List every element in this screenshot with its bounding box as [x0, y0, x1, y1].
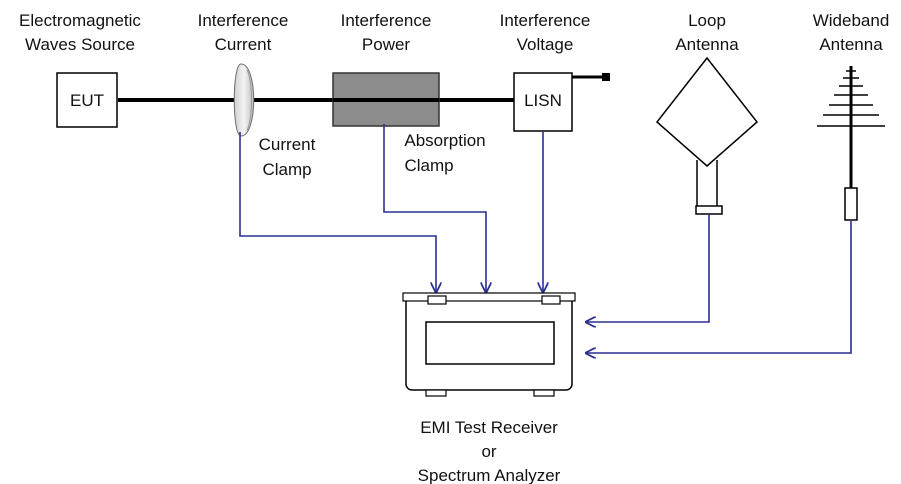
header-source-line1: Electromagnetic: [19, 11, 141, 30]
eut-label: EUT: [70, 91, 104, 110]
receiver-label-line3: Spectrum Analyzer: [418, 466, 561, 484]
receiver-foot-right: [533, 389, 555, 397]
current-clamp: [233, 63, 255, 137]
signal-lines: [239, 124, 852, 353]
header-power-line2: Power: [362, 35, 411, 54]
header-loop-line2: Antenna: [675, 35, 739, 54]
header-wideband-line2: Antenna: [819, 35, 883, 54]
current-clamp-highlight: [246, 69, 252, 131]
absorption-clamp-label-line2: Clamp: [404, 156, 453, 175]
receiver-top-rail: [402, 292, 576, 302]
header-source-line2: Waves Source: [25, 35, 135, 54]
absorption-clamp-signal: [383, 124, 486, 292]
receiver-label-line1: EMI Test Receiver: [420, 418, 558, 437]
header-voltage-line1: Interference: [500, 11, 591, 30]
loop-antenna-signal: [586, 214, 710, 322]
receiver-port-right: [541, 295, 561, 305]
current-clamp-label-line2: Clamp: [262, 160, 311, 179]
lisn-label: LISN: [524, 91, 562, 110]
loop-antenna: [655, 56, 759, 167]
receiver-screen: [425, 321, 555, 365]
receiver-port-left: [427, 295, 447, 305]
header-wideband-line1: Wideband: [813, 11, 890, 30]
receiver-foot-left: [425, 389, 447, 397]
current-clamp-signal: [239, 132, 436, 292]
receiver-label-line2: or: [481, 442, 496, 461]
current-clamp-label-line1: Current: [259, 135, 316, 154]
header-loop-line1: Loop: [688, 11, 726, 30]
header-current-line1: Interference: [198, 11, 289, 30]
header-power-line1: Interference: [341, 11, 432, 30]
lisn-box: [513, 72, 573, 132]
header-voltage-line2: Voltage: [517, 35, 574, 54]
emi-receiver: [402, 292, 576, 397]
loop-antenna-stem: [696, 160, 718, 206]
wideband-antenna-signal: [586, 220, 852, 353]
eut-box: [56, 72, 118, 128]
loop-antenna-connector: [695, 205, 723, 215]
absorption-clamp-label-line1: Absorption: [404, 131, 485, 150]
header-current-line2: Current: [215, 35, 272, 54]
lisn-output-terminal: [602, 73, 610, 81]
wideband-antenna: [817, 66, 885, 221]
